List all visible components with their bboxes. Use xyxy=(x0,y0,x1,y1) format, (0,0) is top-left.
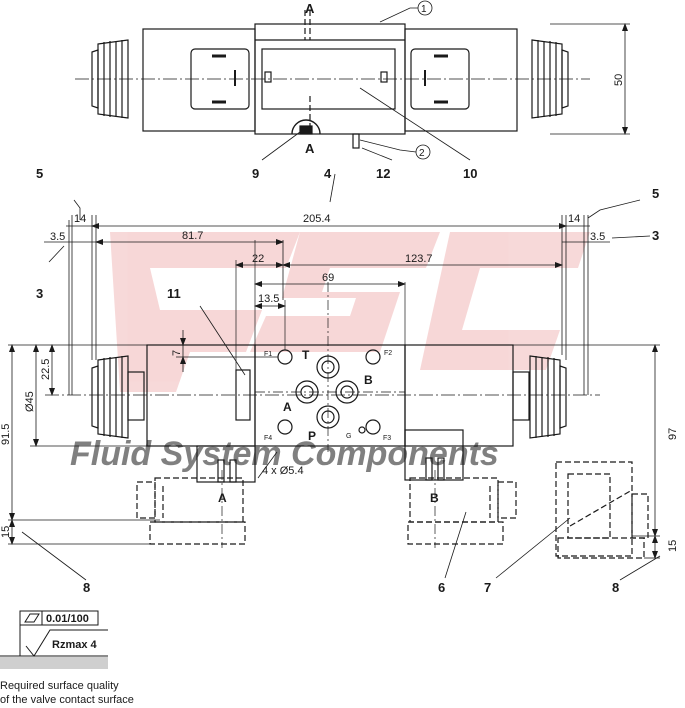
callout-4: 4 xyxy=(324,166,332,181)
section-mark-bottom: A xyxy=(305,141,315,156)
port-p-label: P xyxy=(308,429,316,443)
port-t-label: T xyxy=(302,348,310,362)
roughness-value: Rzmax 4 xyxy=(52,639,98,651)
callout-5-left: 5 xyxy=(36,166,43,181)
dim-123-7: 123.7 xyxy=(405,253,433,265)
callout-8-left: 8 xyxy=(83,580,90,595)
watermark-text: Fluid System Components xyxy=(70,435,499,473)
contact-surface-band xyxy=(0,657,108,669)
dimension-lines xyxy=(8,215,660,559)
callout-2: 2 xyxy=(419,148,425,159)
callout-6: 6 xyxy=(438,580,445,595)
callout-7: 7 xyxy=(484,580,491,595)
dim-7: 7 xyxy=(171,350,183,356)
dim-13-5: 13.5 xyxy=(258,293,279,305)
dim-205-4: 205.4 xyxy=(303,213,331,225)
watermark-logo xyxy=(110,232,590,392)
port-g-label: G xyxy=(346,433,351,440)
section-mark-top: A xyxy=(305,1,315,16)
solenoid-a-mark: A xyxy=(218,491,227,505)
dim-15-right: 15 xyxy=(667,540,679,552)
callout-3-right: 3 xyxy=(652,228,659,243)
dim-3-5-right: 3.5 xyxy=(590,231,605,243)
dim-22-5: 22.5 xyxy=(40,359,52,380)
surface-note-line-2: of the valve contact surface xyxy=(0,694,134,706)
callout-5-right: 5 xyxy=(652,186,659,201)
callout-10: 10 xyxy=(463,166,477,181)
port-b-label: B xyxy=(364,373,373,387)
surface-note-line-1: Required surface quality xyxy=(0,680,119,692)
dim-91-5: 91.5 xyxy=(0,424,12,445)
port-f2-label: F2 xyxy=(384,350,392,357)
callout-3-left: 3 xyxy=(36,286,43,301)
dim-81-7: 81.7 xyxy=(182,230,203,242)
callout-9: 9 xyxy=(252,166,259,181)
dim-50: 50 xyxy=(613,74,625,86)
callout-1: 1 xyxy=(421,4,427,15)
dim-69: 69 xyxy=(322,272,334,284)
port-a-label: A xyxy=(283,400,292,414)
dim-22: 22 xyxy=(252,253,264,265)
dim-diameter-45: Ø45 xyxy=(24,391,36,412)
front-view xyxy=(21,173,661,581)
callout-12: 12 xyxy=(376,166,390,181)
dim-14-right: 14 xyxy=(568,213,580,225)
top-view xyxy=(75,0,630,161)
port-f1-label: F1 xyxy=(264,351,272,358)
dim-97: 97 xyxy=(667,428,679,440)
surface-note: Required surface quality of the valve co… xyxy=(0,679,134,707)
flatness-value: 0.01/100 xyxy=(46,613,89,625)
dim-14-left: 14 xyxy=(74,213,86,225)
surface-quality-symbol xyxy=(0,610,108,657)
dim-mounting-holes: 4 x Ø5.4 xyxy=(262,465,304,477)
dim-3-5-left: 3.5 xyxy=(50,231,65,243)
dim-15-left: 15 xyxy=(0,526,12,538)
port-f3-label: F3 xyxy=(383,435,391,442)
callout-11: 11 xyxy=(167,286,181,301)
callout-8-right: 8 xyxy=(612,580,619,595)
solenoid-b-mark: B xyxy=(430,491,439,505)
port-f4-label: F4 xyxy=(264,435,272,442)
